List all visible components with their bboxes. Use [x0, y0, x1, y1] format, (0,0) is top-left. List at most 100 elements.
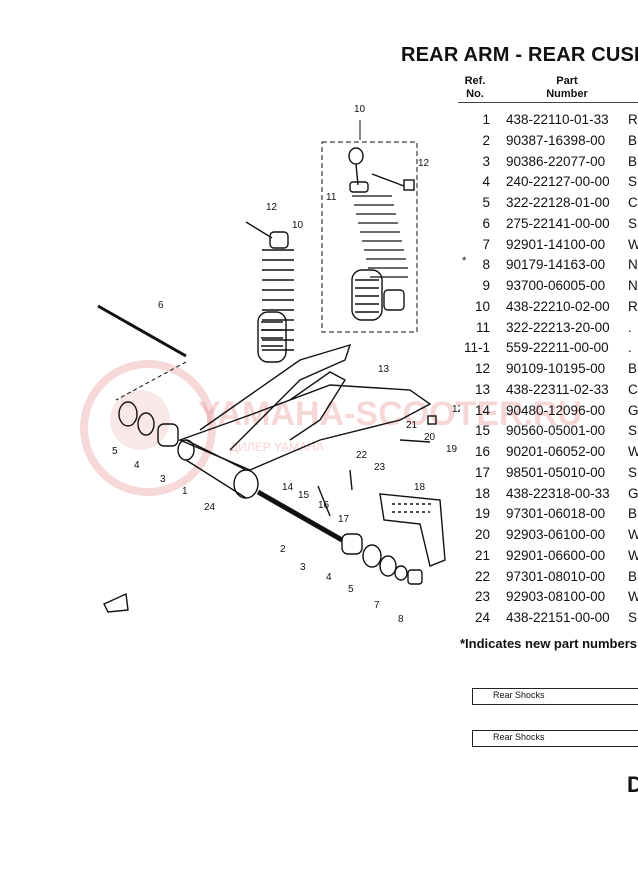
ref-number: 3	[482, 153, 490, 169]
new-part-marker: *	[462, 255, 467, 268]
part-number: 90179-14163-00	[506, 257, 606, 273]
footnote: *Indicates new part numbers	[460, 636, 637, 651]
part-number: 90386-22077-00	[506, 153, 606, 169]
callout-23: 23	[374, 462, 386, 473]
part-description: C	[628, 195, 638, 210]
ref-number: 12	[474, 361, 490, 376]
callout-12-lower: 12	[452, 404, 460, 415]
ref-number: 5	[482, 195, 490, 210]
ref-number: 10	[474, 298, 490, 314]
callout-24: 24	[204, 502, 216, 513]
part-number: 90201-06052-00	[506, 444, 606, 459]
callout-10-left: 10	[292, 220, 304, 231]
ref-number: 7	[482, 236, 490, 252]
part-description: W	[628, 547, 638, 563]
callout-4-left: 4	[134, 460, 140, 471]
part-description: B	[628, 153, 638, 169]
part-number: 90480-12096-00	[506, 402, 606, 418]
callout-4-lower: 4	[326, 572, 332, 583]
part-number: 92903-06100-00	[506, 527, 606, 542]
part-description: N	[628, 278, 638, 293]
part-number: 97301-06018-00	[506, 506, 606, 522]
part-number: 90387-16398-00	[506, 132, 606, 148]
ref-number: 9	[482, 278, 490, 293]
part-description: B	[628, 132, 638, 148]
rear-shocks-box-1: Rear Shocks	[472, 688, 638, 705]
callout-7: 7	[374, 600, 380, 611]
ref-number: 13	[474, 381, 490, 397]
ref-number: 21	[474, 547, 490, 563]
callout-12-left: 12	[266, 202, 278, 213]
callout-1: 1	[182, 486, 188, 497]
part-number: 92903-08100-00	[506, 589, 606, 605]
rear-shocks-box-2: Rear Shocks	[472, 730, 638, 747]
callout-16: 16	[318, 500, 330, 511]
part-description: R	[628, 112, 638, 127]
part-description: N	[628, 257, 638, 273]
part-description: B	[628, 568, 638, 584]
watermark-subtext: ДИЛЕР YAMAHA	[230, 440, 324, 454]
part-number: 93700-06005-00	[506, 278, 606, 293]
page-title: REAR ARM - REAR CUSH	[401, 44, 638, 66]
part-description: W	[628, 444, 638, 459]
part-number: 97301-08010-00	[506, 568, 606, 584]
part-description: R	[628, 298, 638, 314]
ref-number: 18	[474, 485, 490, 501]
part-description: W	[628, 589, 638, 605]
part-number: 559-22211-00-00	[506, 340, 609, 356]
part-description: .	[628, 340, 632, 356]
callout-21: 21	[406, 420, 418, 431]
ref-number: 4	[482, 174, 490, 190]
part-description: B	[628, 361, 638, 376]
exploded-parts-diagram: 10 12 11 12 10 6 13 12 21 20 19 5 4 3 1 …	[97, 104, 460, 625]
ref-number: 19	[474, 506, 490, 522]
callout-13: 13	[378, 364, 390, 375]
ref-number: 8	[482, 257, 490, 273]
part-number: 92901-06600-00	[506, 547, 606, 563]
part-description: .	[628, 319, 632, 335]
part-description: S	[628, 610, 638, 625]
callout-3-lower: 3	[300, 562, 306, 573]
ref-number: 1	[482, 112, 490, 127]
rear-shocks-label-1: Rear Shocks	[493, 690, 545, 700]
ref-number: 11-1	[463, 340, 490, 356]
callout-18: 18	[414, 482, 426, 493]
callout-17: 17	[338, 514, 350, 525]
part-number: 240-22127-00-00	[506, 174, 610, 190]
ref-number: 20	[474, 527, 490, 542]
ref-number: 14	[474, 402, 490, 418]
callout-8: 8	[398, 614, 404, 625]
callout-6: 6	[158, 300, 164, 311]
part-number: 438-22151-00-00	[506, 610, 610, 625]
part-description: W	[628, 236, 638, 252]
part-description: S	[628, 174, 638, 190]
part-number: 438-22110-01-33	[506, 112, 609, 127]
ref-number: 17	[474, 464, 490, 480]
corner-letter: D	[627, 772, 638, 797]
callout-20: 20	[424, 432, 436, 443]
callout-14: 14	[282, 482, 294, 493]
header-divider	[458, 102, 638, 103]
callout-12-right: 12	[418, 158, 430, 169]
callout-11: 11	[326, 192, 337, 203]
part-number: 98501-05010-00	[506, 464, 606, 480]
part-description: C	[628, 381, 638, 397]
part-number: 438-22210-02-00	[506, 298, 610, 314]
callout-3-left: 3	[160, 474, 166, 485]
part-description: B	[628, 506, 638, 522]
ref-number: 15	[474, 423, 490, 439]
part-number: 322-22213-20-00	[506, 319, 610, 335]
part-description: S	[628, 215, 638, 231]
part-description: G	[628, 485, 638, 501]
callout-5-lower: 5	[348, 584, 354, 595]
ref-number: 16	[474, 444, 490, 459]
callout-19: 19	[446, 444, 458, 455]
part-description: S	[628, 423, 638, 439]
part-number: 438-22318-00-33	[506, 485, 610, 501]
ref-number: 6	[482, 215, 490, 231]
ref-number: 11	[475, 319, 490, 335]
callout-5-left: 5	[112, 446, 118, 457]
part-description: W	[628, 527, 638, 542]
callout-15: 15	[298, 490, 310, 501]
callout-22: 22	[356, 450, 368, 461]
